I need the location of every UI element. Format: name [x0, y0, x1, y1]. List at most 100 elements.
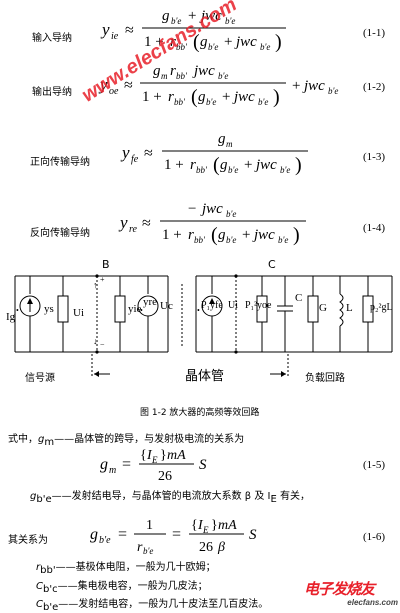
svg-text:•: • — [140, 306, 143, 315]
svg-text:1 +: 1 + — [164, 157, 184, 173]
load-loop-label: 负载回路 — [305, 373, 345, 384]
svg-text:b'e: b'e — [171, 16, 181, 26]
svg-text:b'e: b'e — [218, 71, 228, 81]
svg-text:bb': bb' — [194, 235, 206, 245]
svg-text:{: { — [191, 518, 198, 533]
svg-text:fe: fe — [131, 154, 139, 165]
svg-text:y: y — [120, 143, 130, 162]
source-loop-label: 信号源 — [25, 373, 55, 384]
logo-watermark: 电子发烧友 elecfans.com — [304, 578, 398, 610]
circuit-figure: + − ↑ ↓ • • • — [0, 254, 400, 392]
P1yfe-label: P₁yfe — [201, 300, 223, 311]
svg-text:E: E — [202, 525, 209, 535]
svg-text:b'e: b'e — [228, 165, 238, 175]
definition-cbe-body: ——发射结电容，一般为几十皮法至几百皮法。 — [58, 599, 269, 610]
Ig-label: Ig — [6, 311, 16, 323]
svg-text:b'e: b'e — [260, 42, 270, 52]
Ui2-label: Ui — [228, 300, 238, 311]
eq2-number: (1-2) — [363, 81, 385, 93]
svg-text:+: + — [244, 157, 252, 173]
gbe-subscript: b'e — [36, 494, 52, 505]
text-line-2-body: ——发射结电导，与晶体管的电流放大系数 β 及 I — [51, 491, 271, 502]
svg-text:oe: oe — [109, 86, 119, 97]
svg-text:1 +: 1 + — [162, 227, 182, 243]
svg-text:jwc: jwc — [254, 157, 277, 173]
svg-text:bb': bb' — [196, 165, 208, 175]
svg-text:+: + — [188, 8, 196, 24]
svg-text:b'e: b'e — [226, 235, 236, 245]
figure-caption: 图 1-2 放大器的高频等效回路 — [140, 408, 260, 418]
svg-text:g: g — [162, 8, 170, 24]
svg-text:b'e: b'e — [206, 97, 216, 107]
svg-text:26: 26 — [199, 540, 213, 555]
svg-text:•: • — [197, 306, 200, 315]
svg-text:b'e: b'e — [258, 97, 268, 107]
svg-text:m: m — [226, 139, 233, 149]
svg-text:≈: ≈ — [125, 22, 134, 39]
svg-text:I: I — [197, 518, 204, 533]
svg-text:+: + — [292, 78, 300, 94]
svg-text:{: { — [140, 448, 147, 463]
eq4-label: 反向传输导纳 — [30, 228, 90, 239]
definition-rbb: rbb'——基极体电阻，一般为几十欧姆； — [36, 558, 216, 576]
yie-label: yie — [128, 303, 142, 315]
svg-text:=: = — [122, 456, 131, 473]
svg-text:g: g — [218, 131, 226, 147]
svg-text:r: r — [170, 63, 176, 79]
svg-text:): ) — [293, 224, 300, 246]
svg-text:1: 1 — [146, 518, 153, 533]
Ui-label: Ui — [73, 307, 84, 319]
svg-text:mA: mA — [218, 518, 237, 533]
svg-text:b'e: b'e — [226, 209, 236, 219]
cbe-subscript: b'e — [42, 602, 59, 613]
equation-6-svg: g b'e = 1 r b'e = { I E } mA 26 β S — [90, 518, 257, 556]
gm-subscript: m — [44, 437, 55, 448]
svg-text:(: ( — [193, 31, 200, 52]
gbe-symbol: g — [30, 491, 37, 502]
definition-cbc: Cb'c——集电极电容，一般为几皮法； — [36, 577, 208, 595]
svg-text:(: ( — [191, 86, 198, 108]
svg-text:}: } — [211, 518, 218, 533]
svg-text:(: ( — [213, 154, 220, 176]
definition-rbb-body: ——基极体电阻，一般为几十欧姆； — [55, 562, 216, 573]
svg-text:bb': bb' — [176, 71, 188, 81]
svg-text:b'e: b'e — [208, 42, 218, 52]
svg-text:=: = — [118, 526, 127, 543]
svg-text:g: g — [218, 227, 226, 243]
svg-text:+: + — [224, 34, 232, 50]
rbb-symbol: r — [36, 562, 41, 573]
svg-text:b'e: b'e — [278, 235, 288, 245]
svg-text:≈: ≈ — [144, 145, 153, 162]
svg-text:mA: mA — [167, 448, 186, 463]
equation-3: y fe ≈ g m 1 + r bb' ( g b'e + jwc b'e ) — [120, 125, 310, 177]
Uc-label: Uc — [160, 300, 173, 312]
equation-5: g m = { I E } mA 26 S — [96, 443, 296, 487]
svg-text:}: } — [160, 448, 167, 463]
p2sq-gL-label: p₂²gL — [370, 302, 393, 313]
svg-text:1 +: 1 + — [144, 34, 164, 50]
cbc-subscript: b'c — [42, 584, 58, 595]
equation-4: y re ≈ − jwc b'e 1 + r bb' ( g b'e + jwc… — [118, 195, 308, 247]
eq6-number: (1-6) — [363, 531, 385, 543]
text-line-1: 式中，gm——晶体管的跨导，与发射极电流的关系为 — [8, 430, 244, 448]
definition-cbe: Cb'e——发射结电容，一般为几十皮法至几百皮法。 — [36, 595, 268, 613]
equation-2-svg: y oe ≈ g m r bb' jwc b'e 1 + r bb' ( g b… — [98, 63, 338, 108]
rbb-subscript: bb' — [40, 565, 56, 576]
svg-text:g: g — [220, 157, 228, 173]
svg-text:re: re — [129, 224, 138, 235]
capacitor-C-label: C — [295, 292, 303, 304]
logo-text: 电子发烧友 — [304, 581, 375, 598]
transistor-label: 晶体管 — [185, 369, 225, 384]
svg-text:≈: ≈ — [124, 77, 133, 94]
eq4-number: (1-4) — [363, 222, 385, 234]
svg-text:jwc: jwc — [199, 8, 222, 24]
svg-text:y: y — [98, 75, 108, 94]
svg-text:jwc: jwc — [252, 227, 275, 243]
eq3-label: 正向传输导纳 — [30, 157, 90, 168]
eq5-number: (1-5) — [363, 459, 385, 471]
eq1-label: 输入导纳 — [32, 33, 72, 44]
svg-text:=: = — [172, 526, 181, 543]
P1sq-yoe-label: P₁²yoe — [245, 300, 272, 311]
svg-text:): ) — [273, 86, 280, 108]
equation-4-svg: y re ≈ − jwc b'e 1 + r bb' ( g b'e + jwc… — [118, 201, 306, 246]
